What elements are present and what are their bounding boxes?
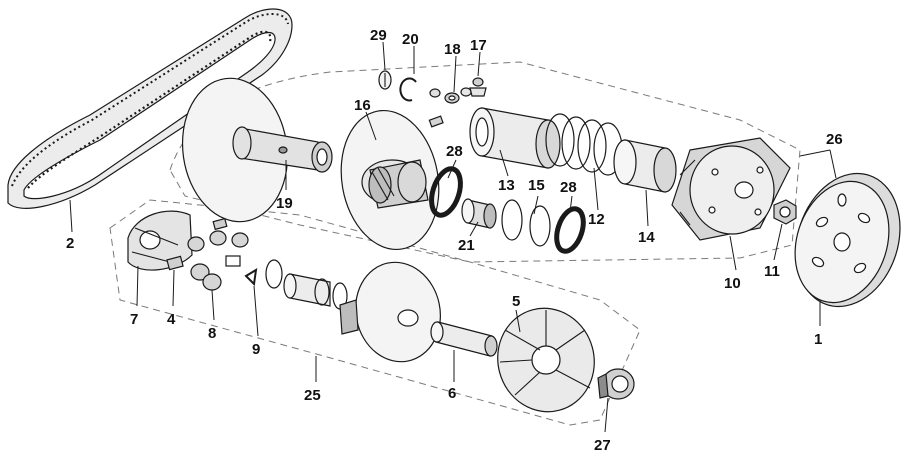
label-16: 16 — [354, 97, 371, 114]
label-27: 27 — [594, 437, 611, 454]
label-26: 26 — [826, 131, 843, 148]
nut — [444, 92, 460, 104]
circlip — [399, 77, 417, 102]
label-13: 13 — [498, 177, 515, 194]
label-8: 8 — [208, 325, 216, 342]
label-7: 7 — [130, 311, 138, 328]
o-rings — [501, 199, 551, 247]
label-6: 6 — [448, 385, 456, 402]
label-1: 1 — [814, 331, 822, 348]
slide-pieces — [166, 217, 228, 271]
clutch-sleeve — [469, 107, 561, 169]
small-washer — [460, 87, 472, 97]
bolt — [469, 77, 487, 97]
label-12: 12 — [588, 211, 605, 228]
clutch-collar — [613, 139, 677, 193]
clutch-carrier — [671, 137, 791, 241]
oil-seal-upper — [429, 166, 463, 218]
clutch-nut — [773, 199, 797, 225]
label-21: 21 — [458, 237, 475, 254]
label-29: 29 — [370, 27, 387, 44]
label-19: 19 — [276, 195, 293, 212]
driven-collar — [430, 321, 498, 357]
small-circlip — [244, 268, 258, 287]
label-4: 4 — [167, 311, 176, 328]
clutch-spring — [545, 113, 623, 176]
label-17: 17 — [470, 37, 487, 54]
label-11: 11 — [764, 263, 780, 280]
ramp-plate — [127, 210, 193, 271]
woodruff-key — [428, 115, 444, 128]
oil-seal-lower — [554, 206, 586, 254]
fixed-driven-face-fan — [497, 307, 595, 413]
fixed-drive-face — [340, 109, 440, 251]
needle-bearing — [461, 198, 497, 229]
label-28-upper: 28 — [446, 143, 463, 160]
leader-lines — [69, 41, 837, 433]
label-10: 10 — [724, 275, 741, 292]
label-18: 18 — [444, 41, 461, 58]
label-2: 2 — [66, 235, 74, 252]
label-28-lower: 28 — [560, 179, 577, 196]
spacer — [429, 88, 441, 98]
label-15: 15 — [528, 177, 545, 194]
driven-nut — [597, 368, 635, 400]
roller-weights — [187, 230, 249, 291]
clutch-bell — [794, 172, 901, 308]
belt-teeth-outer — [11, 13, 289, 187]
movable-driven-face — [265, 259, 441, 363]
label-9: 9 — [252, 341, 260, 358]
label-25: 25 — [304, 387, 321, 404]
label-5: 5 — [512, 293, 520, 310]
washer — [378, 70, 392, 90]
movable-drive-face — [181, 77, 333, 223]
drive-belt — [7, 8, 293, 209]
label-20: 20 — [402, 31, 419, 48]
label-14: 14 — [638, 229, 655, 246]
